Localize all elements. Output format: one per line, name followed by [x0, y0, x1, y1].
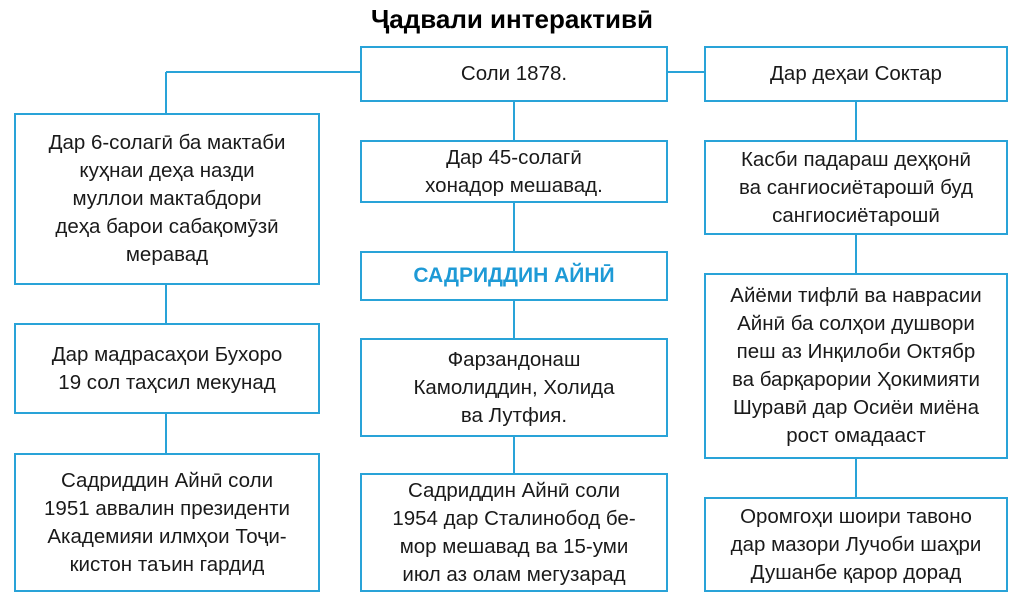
box-year: Соли 1878. — [360, 46, 668, 102]
box-children: Фарзандонаш Камолиддин, Холида ва Лутфия… — [360, 338, 668, 437]
box-childhood: Айёми тифлӣ ва наврасии Айнӣ ба солҳои д… — [704, 273, 1008, 459]
box-school: Дар 6-солагӣ ба мактаби куҳнаи деҳа назд… — [14, 113, 320, 285]
box-madrasa: Дар мадрасаҳои Бухоро 19 сол таҳсил меку… — [14, 323, 320, 414]
diagram-title: Ҷадвали интерактивӣ — [371, 4, 653, 34]
box-father: Касби падараш деҳқонӣ ва сангиосиётарошӣ… — [704, 140, 1008, 235]
box-birthplace: Дар деҳаи Соктар — [704, 46, 1008, 102]
box-central-name: САДРИДДИН АЙНӢ — [360, 251, 668, 301]
box-death: Садриддин Айнӣ соли 1954 дар Сталинобод … — [360, 473, 668, 592]
box-tomb: Оромгоҳи шоири тавоно дар мазори Лучоби … — [704, 497, 1008, 592]
box-academy: Садриддин Айнӣ соли 1951 аввалин президе… — [14, 453, 320, 592]
box-married: Дар 45-солагӣ хонадор мешавад. — [360, 140, 668, 203]
